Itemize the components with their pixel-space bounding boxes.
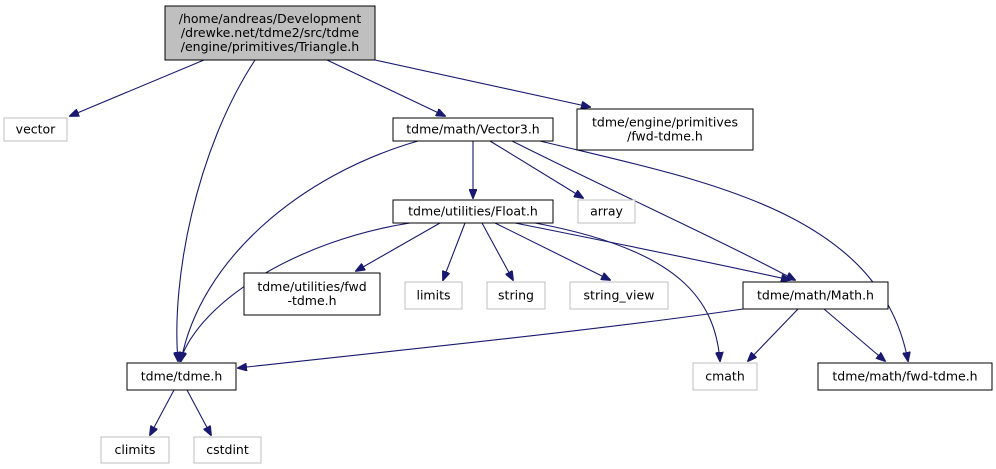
- node-box: [817, 362, 993, 391]
- edge-triangle-to-vector3: [326, 59, 445, 116]
- node-math[interactable]: tdme/math/Math.h: [742, 281, 889, 310]
- node-box: [126, 362, 237, 391]
- node-string_view: string_view: [569, 281, 669, 310]
- node-fwd_math[interactable]: tdme/math/fwd-tdme.h: [817, 362, 993, 391]
- node-box: [392, 199, 554, 224]
- nodes: /home/andreas/Development/drewke.net/tdm…: [3, 5, 993, 464]
- node-climits: climits: [100, 436, 170, 464]
- edge-float-to-string_view: [494, 222, 610, 280]
- node-label: cmath: [705, 369, 745, 384]
- node-box: [3, 117, 68, 142]
- node-label: vector: [16, 122, 57, 137]
- edge-float-to-string: [481, 222, 513, 280]
- node-tdme_h[interactable]: tdme/tdme.h: [126, 362, 237, 391]
- node-label: /fwd-tdme.h: [627, 129, 703, 144]
- node-box: [100, 436, 170, 464]
- node-box: [486, 281, 546, 310]
- edge-tdme_h-to-climits: [150, 389, 175, 435]
- edge-math-to-tdme_h: [238, 308, 744, 368]
- node-label: -tdme.h: [287, 293, 336, 308]
- node-vector3[interactable]: tdme/math/Vector3.h: [392, 117, 554, 142]
- node-label: array: [590, 204, 623, 219]
- edge-vector3-to-tdme_h: [181, 140, 419, 361]
- node-box: [692, 362, 758, 391]
- edge-float-to-cmath: [534, 222, 720, 361]
- node-label: /engine/primitives/Triangle.h: [181, 39, 359, 54]
- node-array: array: [577, 199, 636, 224]
- edges: [70, 59, 908, 435]
- edge-float-to-limits: [443, 222, 466, 280]
- node-label: tdme/tdme.h: [141, 369, 223, 384]
- edge-float-to-fwd_utilities: [356, 222, 441, 271]
- node-label: tdme/utilities/fwd: [257, 279, 366, 294]
- node-triangle[interactable]: /home/andreas/Development/drewke.net/tdm…: [164, 5, 376, 61]
- edge-math-to-cmath: [748, 308, 799, 361]
- node-box: [164, 5, 376, 61]
- edge-math-to-fwd_math: [823, 308, 885, 361]
- node-box: [404, 281, 463, 310]
- node-label: /drewke.net/tdme2/src/tdme: [181, 25, 359, 40]
- node-box: [569, 281, 669, 310]
- node-box: [193, 436, 262, 464]
- node-label: string_view: [584, 288, 655, 303]
- node-cstdint: cstdint: [193, 436, 262, 464]
- node-label: tdme/engine/primitives: [592, 115, 738, 130]
- edge-tdme_h-to-cstdint: [186, 389, 211, 435]
- node-label: climits: [115, 442, 156, 457]
- node-fwd_primitives[interactable]: tdme/engine/primitives/fwd-tdme.h: [576, 108, 754, 151]
- node-string: string: [486, 281, 546, 310]
- node-label: limits: [416, 288, 450, 303]
- edge-triangle-to-fwd_primitives: [374, 59, 590, 107]
- node-cmath: cmath: [692, 362, 758, 391]
- node-fwd_utilities[interactable]: tdme/utilities/fwd-tdme.h: [243, 272, 381, 316]
- node-label: cstdint: [206, 442, 249, 457]
- node-label: string: [498, 288, 534, 303]
- edge-triangle-to-tdme_h: [177, 59, 256, 361]
- node-label: tdme/math/Math.h: [757, 288, 874, 303]
- node-box: [742, 281, 889, 310]
- edge-vector3-to-math: [511, 140, 795, 280]
- node-float[interactable]: tdme/utilities/Float.h: [392, 199, 554, 224]
- node-label: /home/andreas/Development: [179, 11, 362, 26]
- node-box: [392, 117, 554, 142]
- node-label: tdme/utilities/Float.h: [408, 204, 538, 219]
- edge-vector3-to-array: [489, 140, 583, 198]
- node-limits: limits: [404, 281, 463, 310]
- edge-float-to-math: [514, 222, 790, 280]
- node-box: [577, 199, 636, 224]
- node-label: tdme/math/Vector3.h: [406, 122, 539, 137]
- edge-triangle-to-vector: [70, 59, 205, 116]
- node-box: [243, 272, 381, 316]
- node-label: tdme/math/fwd-tdme.h: [832, 369, 977, 384]
- node-box: [576, 108, 754, 151]
- node-vector: vector: [3, 117, 68, 142]
